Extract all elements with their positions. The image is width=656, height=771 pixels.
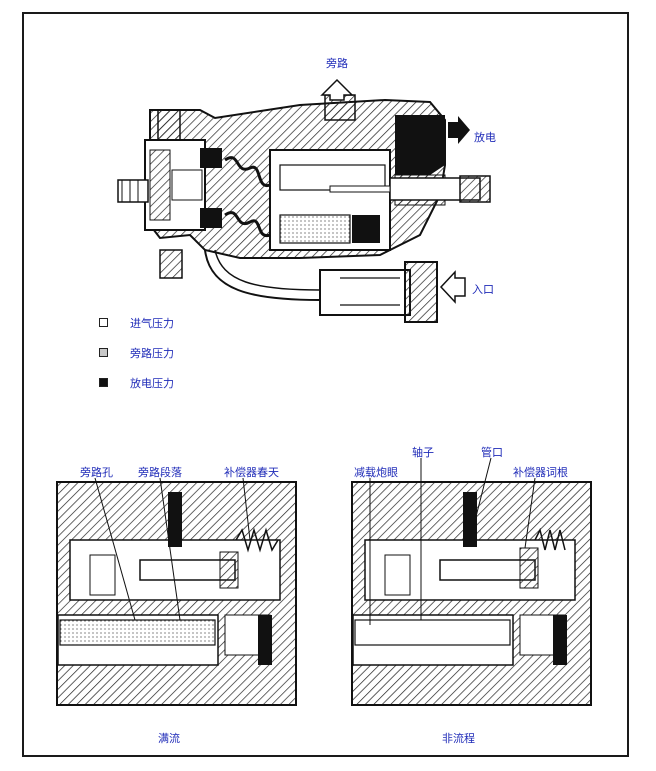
leader-lines xyxy=(94,457,536,625)
inlet-arrow xyxy=(439,270,466,304)
label-spool: 轴子 xyxy=(412,446,434,459)
right-detail-view xyxy=(351,481,592,706)
label-bypass-hole: 旁路孔 xyxy=(80,466,113,479)
legend-swatch-inlet xyxy=(99,318,108,327)
inlet-label: 入口 xyxy=(472,283,494,296)
discharge-label: 放电 xyxy=(474,131,496,144)
label-compensator-spring: 补偿器春天 xyxy=(224,466,279,479)
bypass-label: 旁路 xyxy=(326,57,348,70)
label-bypass-passage: 旁路段落 xyxy=(138,466,182,479)
legend-swatch-discharge xyxy=(99,378,108,387)
discharge-arrow xyxy=(448,116,470,144)
label-compensator-root: 补偿器词根 xyxy=(513,466,568,479)
label-unload-hole: 减载炮眼 xyxy=(354,466,398,479)
legend-label-discharge: 放电压力 xyxy=(130,377,174,390)
legend-swatch-bypass xyxy=(99,348,108,357)
pump-cross-section xyxy=(117,94,491,323)
right-caption: 非流程 xyxy=(442,732,475,745)
figure-frame xyxy=(22,12,629,757)
label-nozzle: 管口 xyxy=(481,446,503,459)
left-caption: 满流 xyxy=(158,732,180,745)
legend-label-bypass: 旁路压力 xyxy=(130,347,174,360)
bypass-arrow xyxy=(320,78,354,101)
legend-label-inlet: 进气压力 xyxy=(130,317,174,330)
